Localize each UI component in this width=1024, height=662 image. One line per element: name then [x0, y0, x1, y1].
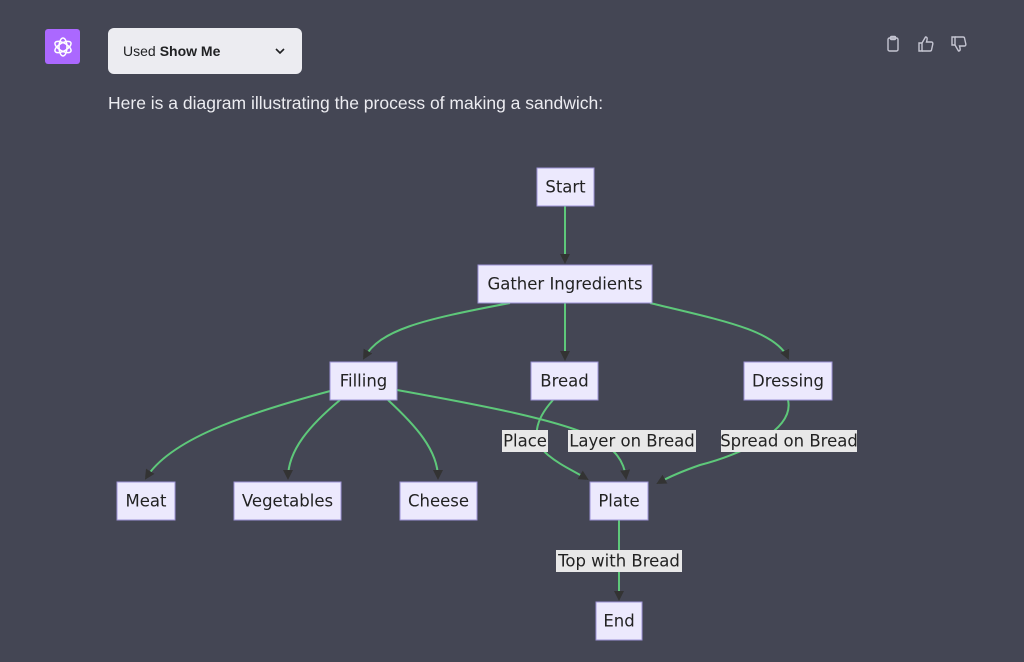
edge-filling-to-vegetables [283, 399, 341, 480]
svg-text:Place: Place [503, 432, 547, 451]
assistant-message-text: Here is a diagram illustrating the proce… [108, 93, 604, 113]
svg-text:Cheese: Cheese [408, 492, 469, 511]
chevron-down-icon [273, 44, 287, 58]
edge-filling-to-cheese [387, 399, 443, 480]
node-meat: Meat [116, 481, 176, 521]
svg-text:Layer on Bread: Layer on Bread [569, 432, 695, 451]
node-filling: Filling [329, 361, 398, 401]
edge-dressing-to-plate [656, 399, 790, 484]
edge-filling-to-meat [144, 389, 335, 480]
svg-text:Vegetables: Vegetables [242, 492, 333, 511]
svg-text:Spread on Bread: Spread on Bread [720, 432, 858, 451]
svg-text:Dressing: Dressing [752, 372, 824, 391]
assistant-avatar [45, 29, 80, 64]
svg-text:Filling: Filling [340, 372, 388, 391]
openai-logo-icon [53, 36, 72, 57]
thumbs-up-icon[interactable] [915, 33, 936, 54]
edge-label-spread: Spread on Bread [720, 430, 858, 452]
node-start: Start [536, 167, 595, 207]
svg-text:End: End [603, 612, 634, 631]
edge-gather-to-filling [363, 302, 511, 360]
edge-label-layer: Layer on Bread [568, 430, 696, 452]
clipboard-icon[interactable] [882, 33, 903, 54]
message-actions [882, 33, 969, 54]
node-bread: Bread [530, 361, 599, 401]
edge-label-top: Top with Bread [556, 550, 682, 572]
svg-text:Plate: Plate [598, 492, 639, 511]
edge-bread-to-plate [535, 399, 589, 481]
edge-gather-to-dressing [649, 302, 790, 360]
edge-label-place: Place [502, 430, 548, 452]
thumbs-down-icon[interactable] [948, 33, 969, 54]
edge-filling-to-plate [396, 389, 631, 480]
node-cheese: Cheese [399, 481, 478, 521]
svg-text:Start: Start [545, 178, 586, 197]
svg-text:Bread: Bread [540, 372, 588, 391]
node-end: End [595, 601, 643, 641]
node-vegetables: Vegetables [233, 481, 342, 521]
svg-text:Top with Bread: Top with Bread [557, 552, 680, 571]
plugin-name: Show Me [159, 43, 221, 59]
plugin-used-dropdown[interactable]: Used Show Me [108, 28, 302, 74]
node-dressing: Dressing [743, 361, 833, 401]
node-plate: Plate [589, 481, 649, 521]
node-gather: Gather Ingredients [477, 264, 653, 304]
svg-text:Gather Ingredients: Gather Ingredients [487, 275, 642, 294]
svg-text:Meat: Meat [126, 492, 167, 511]
plugin-used-prefix: Used [123, 43, 156, 59]
